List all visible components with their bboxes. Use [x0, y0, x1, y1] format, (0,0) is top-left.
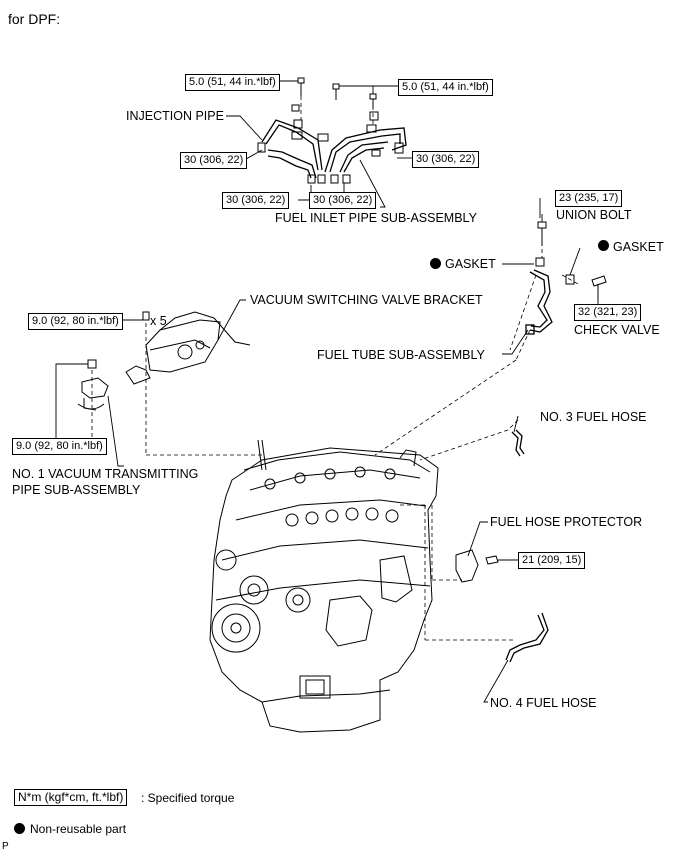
fuel-hose-protector-illustration	[455, 549, 499, 583]
union-bolt-illustration	[535, 221, 607, 300]
legend-non-reusable-text: Non-reusable part	[30, 822, 127, 836]
torque-box-injection-nut-bottom-right: 30 (306, 22)	[309, 192, 377, 209]
label-fuel-tube: FUEL TUBE SUB-ASSEMBLY	[317, 348, 485, 362]
label-vacuum-pipe-line1: NO. 1 VACUUM TRANSMITTING	[12, 467, 199, 481]
label-fuel-hose-protector: FUEL HOSE PROTECTOR	[490, 515, 643, 529]
injection-pipe-illustration	[261, 119, 407, 179]
torque-box-fuel-hose-protector: 21 (209, 15)	[518, 552, 586, 569]
page-heading: for DPF:	[8, 11, 61, 27]
label-vacuum-pipe-line2: PIPE SUB-ASSEMBLY	[12, 483, 141, 497]
non-reusable-mark-gasket-left	[430, 258, 441, 269]
torque-box-check-valve: 32 (321, 23)	[574, 304, 642, 321]
torque-box-vsv-bracket: 9.0 (92, 80 in.*lbf)	[28, 313, 123, 330]
legend-torque-unit: N*m (kgf*cm, ft.*lbf)	[14, 789, 128, 806]
label-gasket-right: GASKET	[613, 240, 664, 254]
no3-fuel-hose-illustration	[511, 429, 525, 457]
corner-mark: P	[2, 841, 9, 852]
torque-box-injection-nut-bottom-left: 30 (306, 22)	[222, 192, 290, 209]
leader-lines	[55, 80, 599, 703]
label-no3-fuel-hose: NO. 3 FUEL HOSE	[540, 410, 647, 424]
torque-box-injection-nut-left: 30 (306, 22)	[180, 152, 248, 169]
engine-illustration	[209, 439, 439, 733]
assembly-guide-lines	[91, 96, 581, 641]
label-check-valve: CHECK VALVE	[574, 323, 660, 337]
torque-box-union-bolt: 23 (235, 17)	[555, 190, 623, 207]
label-fuel-inlet-pipe: FUEL INLET PIPE SUB-ASSEMBLY	[275, 211, 477, 225]
legend-non-reusable-mark	[14, 823, 25, 834]
label-no4-fuel-hose: NO. 4 FUEL HOSE	[490, 696, 597, 710]
torque-box-vacuum-pipe: 9.0 (92, 80 in.*lbf)	[12, 438, 107, 455]
legend-torque-desc: : Specified torque	[141, 791, 235, 805]
fuel-tube-illustration	[525, 269, 553, 335]
label-qty-x5: x 5	[150, 314, 167, 328]
label-vsv-bracket: VACUUM SWITCHING VALVE BRACKET	[250, 293, 483, 307]
no4-fuel-hose-illustration	[505, 612, 549, 663]
vsv-bracket-illustration	[125, 311, 251, 385]
torque-box-injection-bolt-left: 5.0 (51, 44 in.*lbf)	[185, 74, 280, 91]
label-gasket-left: GASKET	[445, 257, 496, 271]
label-union-bolt: UNION BOLT	[556, 208, 632, 222]
vacuum-pipe-illustration	[77, 359, 109, 411]
torque-box-injection-bolt-right: 5.0 (51, 44 in.*lbf)	[398, 79, 493, 96]
non-reusable-mark-gasket-right	[598, 240, 609, 251]
torque-box-injection-nut-right: 30 (306, 22)	[412, 151, 480, 168]
label-injection-pipe: INJECTION PIPE	[126, 109, 224, 123]
